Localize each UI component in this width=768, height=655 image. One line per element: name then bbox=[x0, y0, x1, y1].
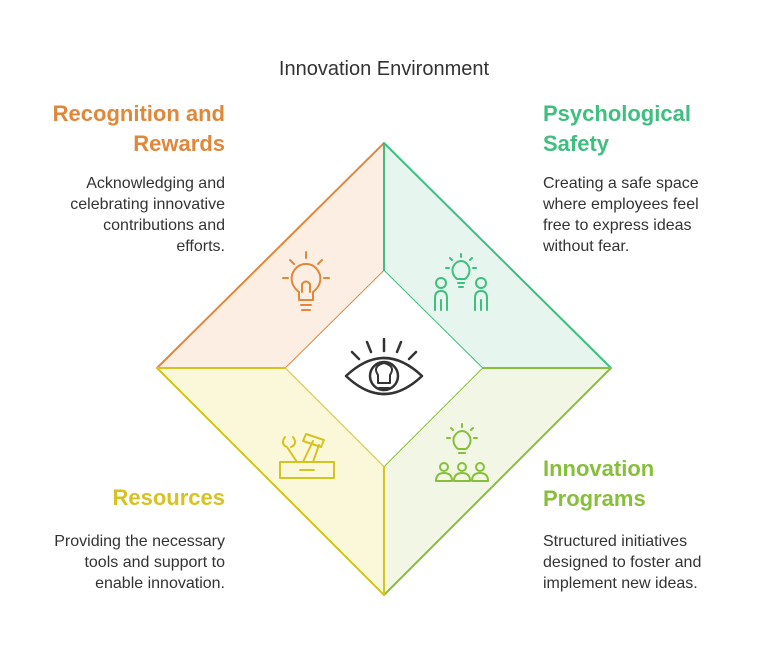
safety-heading: Psychological Safety bbox=[543, 99, 758, 159]
recognition-heading: Recognition and Rewards bbox=[20, 99, 225, 159]
toolbox-icon bbox=[279, 433, 335, 479]
safety-heading-line: Psychological bbox=[543, 101, 691, 126]
recognition-heading-line: Recognition and bbox=[52, 101, 225, 126]
eye-lightbulb-icon bbox=[344, 337, 424, 396]
recognition-description-line: Acknowledging and bbox=[86, 175, 225, 192]
people-idea-icon bbox=[434, 253, 488, 311]
recognition-description: Acknowledging and celebrating innovative… bbox=[20, 173, 225, 257]
programs-description-line: implement new ideas. bbox=[543, 575, 698, 592]
safety-description-line: free to express ideas bbox=[543, 217, 692, 234]
resources-description-line: tools and support to bbox=[84, 554, 225, 571]
group-idea-icon bbox=[435, 423, 489, 482]
safety-description: Creating a safe space where employees fe… bbox=[543, 173, 758, 257]
safety-description-line: without fear. bbox=[543, 238, 630, 255]
lightbulb-icon bbox=[282, 251, 330, 311]
programs-heading: Innovation Programs bbox=[543, 454, 758, 514]
programs-heading-line: Programs bbox=[543, 486, 646, 511]
resources-heading-line: Resources bbox=[112, 485, 225, 510]
resources-heading: Resources bbox=[20, 483, 225, 513]
recognition-description-line: celebrating innovative bbox=[70, 196, 225, 213]
safety-description-line: where employees feel bbox=[543, 196, 699, 213]
resources-description: Providing the necessary tools and suppor… bbox=[20, 531, 225, 594]
resources-description-line: enable innovation. bbox=[95, 575, 225, 592]
diagram-title: Innovation Environment bbox=[278, 58, 490, 80]
resources-description-line: Providing the necessary bbox=[54, 533, 225, 550]
recognition-description-line: contributions and bbox=[103, 217, 225, 234]
safety-description-line: Creating a safe space bbox=[543, 175, 699, 192]
center-diamond bbox=[286, 271, 482, 466]
recognition-description-line: efforts. bbox=[176, 238, 225, 255]
safety-heading-line: Safety bbox=[543, 131, 610, 156]
programs-heading-line: Innovation bbox=[543, 456, 655, 481]
programs-description-line: designed to foster and bbox=[543, 554, 702, 571]
programs-description: Structured initiatives designed to foste… bbox=[543, 531, 758, 594]
recognition-heading-line: Rewards bbox=[133, 131, 225, 156]
programs-description-line: Structured initiatives bbox=[543, 533, 688, 550]
